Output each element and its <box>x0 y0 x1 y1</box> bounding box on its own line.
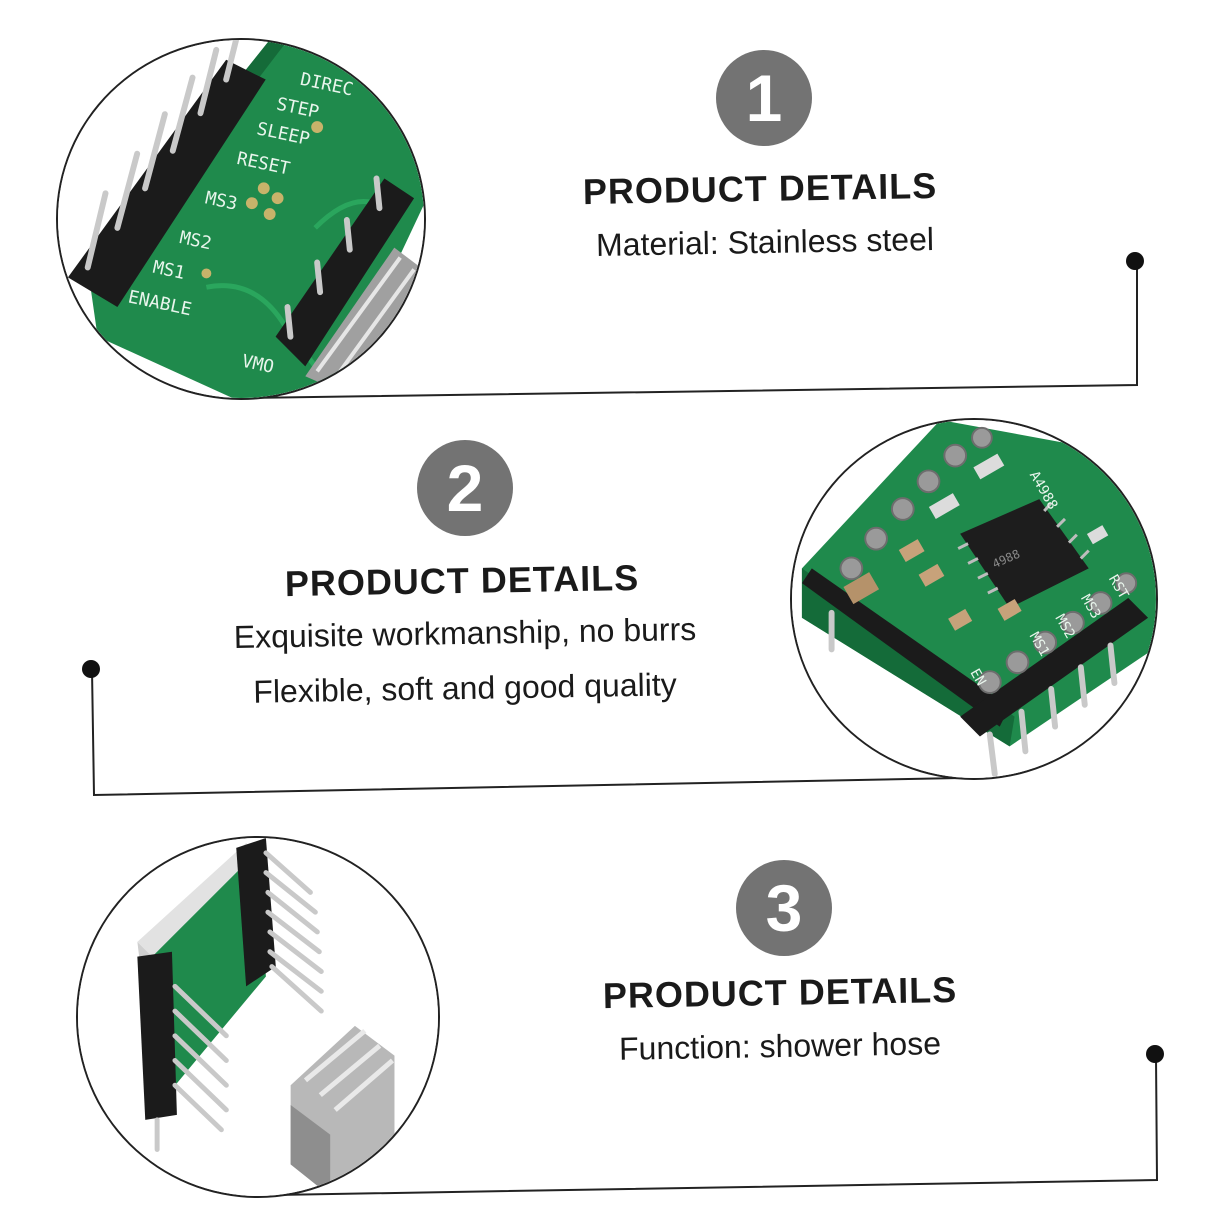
product-closeup-image-2: 4988 A4988 EN MS1 MS2 MS3 RST <box>790 418 1158 780</box>
product-closeup-image-1: DIREC STEP SLEEP RESET MS3 MS2 MS1 ENABL… <box>56 38 426 400</box>
section-title-3: PRODUCT DETAILS <box>602 968 958 1017</box>
section-number-badge-1: 1 <box>716 50 812 146</box>
section-desc-3-line-1: Function: shower hose <box>618 1025 942 1067</box>
board-label: EN <box>967 666 989 688</box>
pcb-closeup-illustration: DIREC STEP SLEEP RESET MS3 MS2 MS1 ENABL… <box>58 40 424 398</box>
section-title-2: PRODUCT DETAILS <box>284 556 640 605</box>
section-desc-2-line-2: Flexible, soft and good quality <box>253 666 677 710</box>
pcb-module-heatsink-illustration <box>78 838 438 1196</box>
product-closeup-image-3 <box>76 836 440 1198</box>
product-section-1: DIREC STEP SLEEP RESET MS3 MS2 MS1 ENABL… <box>0 0 1222 410</box>
product-section-2: 2 PRODUCT DETAILS Exquisite workmanship,… <box>0 410 1222 810</box>
section-number-badge-2: 2 <box>417 440 513 536</box>
section-desc-2-line-1: Exquisite workmanship, no burrs <box>233 610 697 656</box>
pcb-chip-illustration: 4988 A4988 EN MS1 MS2 MS3 RST <box>792 420 1156 778</box>
section-number-badge-3: 3 <box>736 860 832 956</box>
product-section-3: 3 PRODUCT DETAILS Function: shower hose <box>0 810 1222 1222</box>
section-desc-1-line-1: Material: Stainless steel <box>595 221 935 263</box>
section-title-1: PRODUCT DETAILS <box>582 164 938 213</box>
